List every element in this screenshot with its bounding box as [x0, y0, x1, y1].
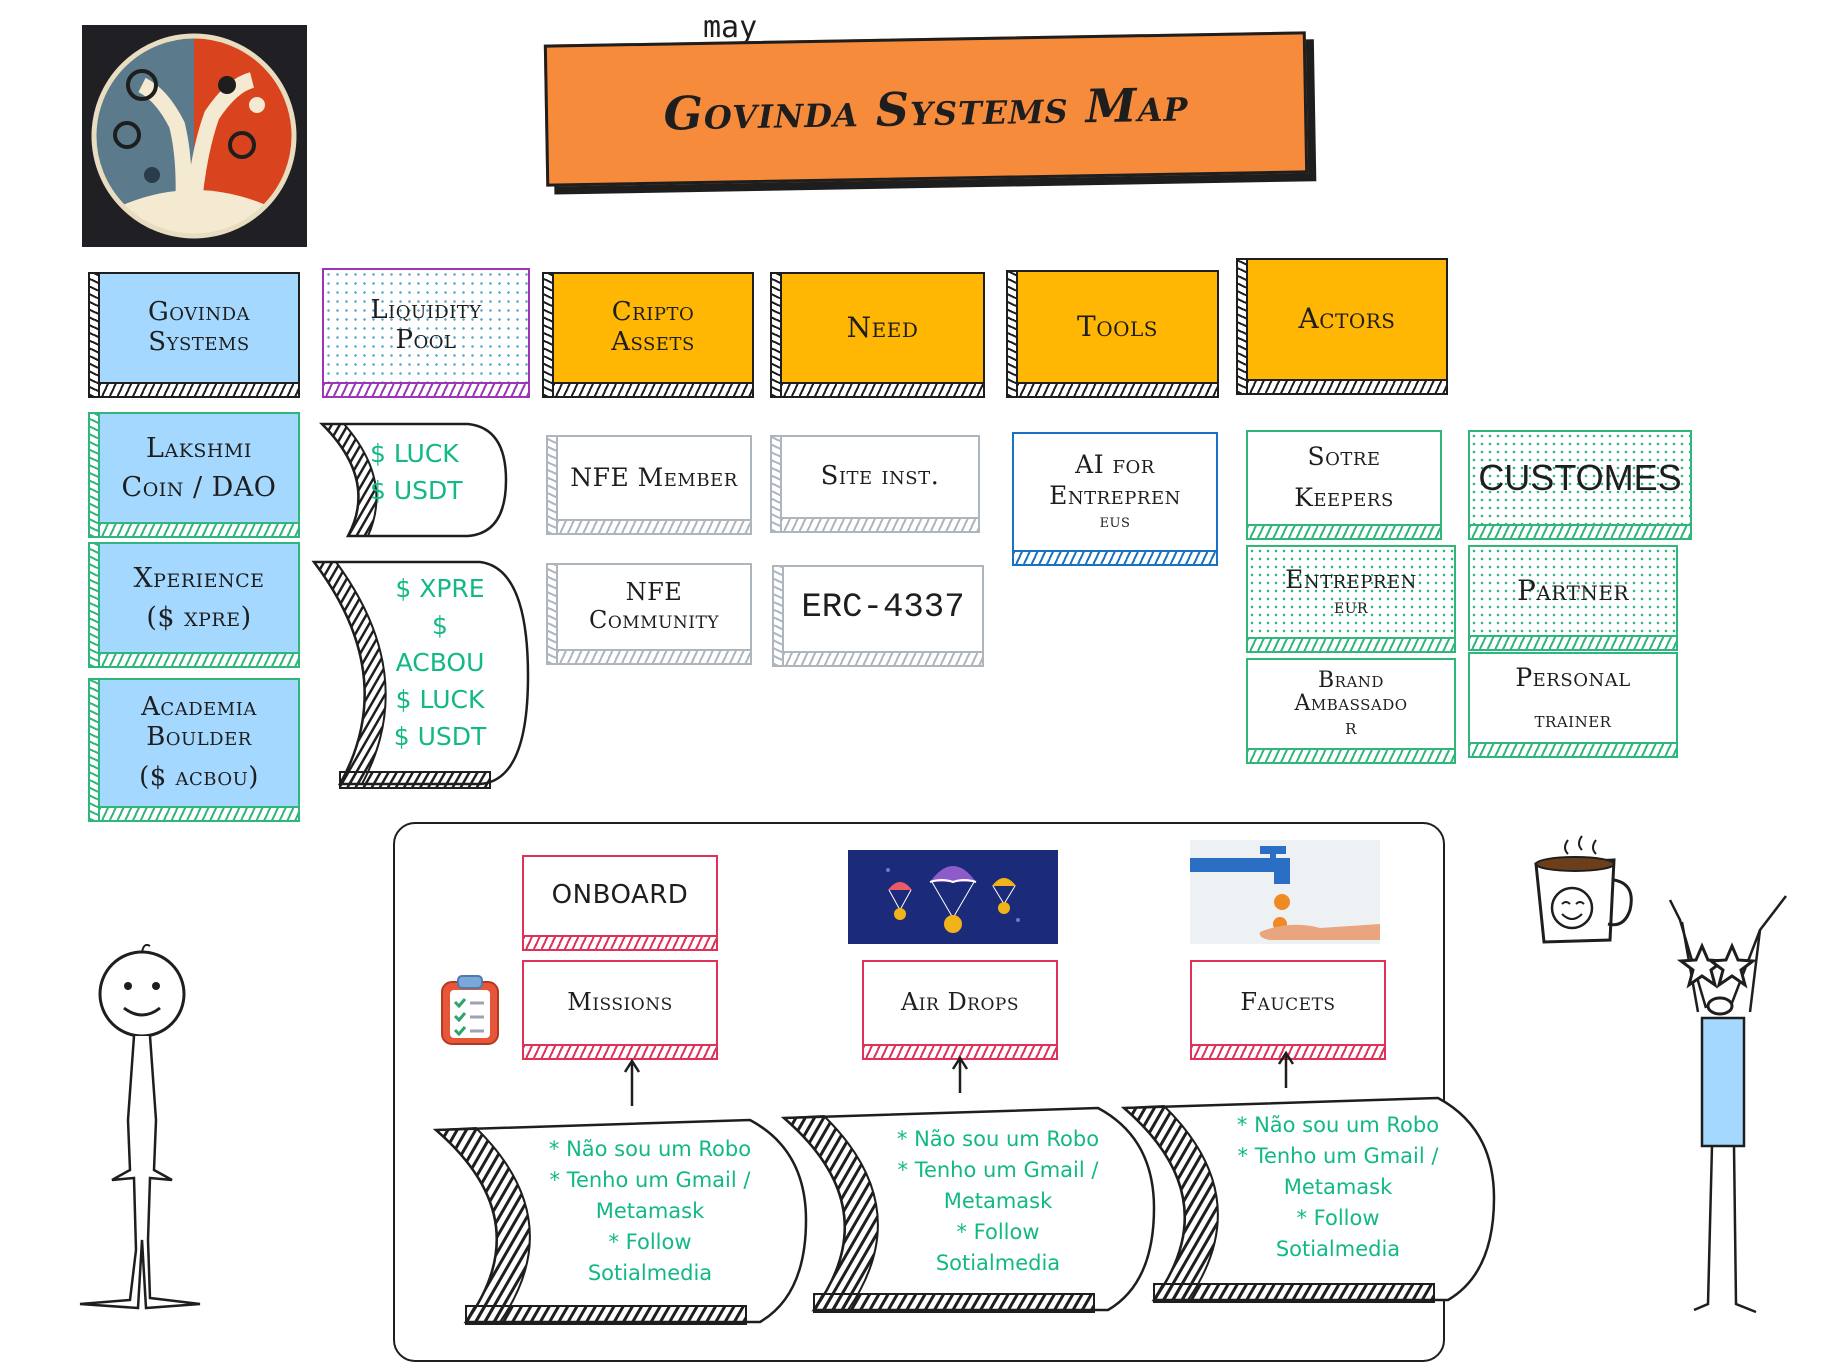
actor-line: Entrepren	[1285, 565, 1417, 595]
arrow-up-icon	[623, 1058, 641, 1106]
header-cripto-assets: Cripto Assets	[542, 272, 754, 398]
asset-label: NFE Community	[588, 578, 720, 634]
requirements-text: * Não sou um Robo * Tenho um Gmail / Met…	[548, 1137, 752, 1285]
arrow-up-icon	[951, 1055, 969, 1093]
clipboard-icon	[438, 972, 502, 1048]
onboard-box: ONBOARD	[522, 855, 718, 951]
airdrop-parachute-icon	[848, 850, 1058, 944]
requirements-scroll-missions: * Não sou um Robo * Tenho um Gmail / Met…	[430, 1110, 810, 1332]
need-erc-4337: ERC-4337	[772, 565, 984, 667]
need-label: Site inst.	[820, 461, 940, 492]
actor-label: CUSTOMES	[1478, 457, 1682, 499]
system-lakshmi: Lakshmi Coin / DAO	[88, 412, 300, 538]
actor-partner: Partner	[1468, 545, 1678, 651]
actor-customes: CUSTOMES	[1468, 430, 1692, 540]
requirements-scroll-airdrops: * Não sou um Robo * Tenho um Gmail / Met…	[778, 1098, 1158, 1320]
system-academia-boulder: Academia Boulder ($ acbou)	[88, 678, 300, 822]
flow-label: Air Drops	[900, 988, 1020, 1017]
pool-tokens: $ XPRE $ ACBOU $ LUCK $ USDT	[393, 574, 487, 751]
tool-line: AI for	[1075, 449, 1155, 479]
actor-line: Sotre	[1307, 442, 1381, 472]
system-line: ($ xpre)	[146, 602, 252, 633]
actor-brand-ambassador: Brand Ambassado r	[1246, 658, 1456, 764]
header-label: Need	[846, 310, 919, 344]
header-actors: Actors	[1236, 258, 1448, 395]
asset-nfe-community: NFE Community	[546, 563, 752, 665]
header-label: Liquidity Pool	[370, 295, 482, 355]
actor-line: Keepers	[1294, 483, 1394, 512]
pool-tokens: $ LUCK $ USDT	[370, 439, 463, 505]
asset-label: NFE Member	[570, 462, 738, 492]
actor-store-keepers: Sotre Keepers	[1246, 430, 1442, 540]
system-line: Xperience	[133, 562, 265, 594]
tool-ai-for-entrepreneurs: AI for Entrepren eus	[1012, 432, 1218, 566]
header-tools: Tools	[1006, 270, 1219, 398]
logo-tree-icon	[82, 25, 307, 247]
page-title: Govinda Systems Map	[663, 77, 1189, 141]
system-line: Lakshmi	[146, 432, 252, 464]
faucet-coin-icon	[1190, 840, 1380, 944]
tool-line: eus	[1099, 511, 1131, 533]
system-line: Academia Boulder	[141, 692, 257, 753]
onboard-label: ONBOARD	[551, 880, 689, 911]
header-label: Tools	[1077, 309, 1158, 343]
header-liquidity-pool: Liquidity Pool	[322, 268, 530, 398]
pool-scroll-2: $ XPRE $ ACBOU $ LUCK $ USDT	[310, 556, 532, 794]
actor-line: Brand	[1318, 668, 1384, 694]
requirements-scroll-faucets: * Não sou um Robo * Tenho um Gmail / Met…	[1118, 1088, 1498, 1310]
actor-line: Personal	[1515, 662, 1631, 692]
airdrops-box: Air Drops	[862, 960, 1058, 1060]
header-label: Govinda Systems	[148, 297, 250, 357]
tool-line: Entrepren	[1049, 480, 1181, 510]
header-label: Cripto Assets	[611, 297, 695, 357]
requirements-text: * Não sou um Robo * Tenho um Gmail / Met…	[896, 1127, 1100, 1275]
actor-entrepreneur: Entrepren eur	[1246, 545, 1456, 653]
requirements-text: * Não sou um Robo * Tenho um Gmail / Met…	[1236, 1113, 1440, 1261]
flow-frame	[393, 822, 1445, 1362]
header-need: Need	[770, 272, 985, 398]
header-label: Actors	[1298, 302, 1396, 336]
need-site-inst: Site inst.	[770, 435, 980, 533]
flow-label: Missions	[567, 988, 673, 1017]
flow-label: Faucets	[1240, 988, 1336, 1017]
coffee-mug-icon	[1534, 835, 1633, 944]
pool-scroll-1: $ LUCK $ USDT	[318, 418, 510, 543]
actor-line: trainer	[1534, 708, 1612, 733]
star-eyes-figure-icon	[1668, 895, 1787, 1314]
actor-label: Partner	[1517, 573, 1629, 607]
stick-figure-icon	[79, 943, 201, 1310]
need-label: ERC-4337	[801, 589, 965, 628]
missions-box: Missions	[522, 960, 718, 1060]
asset-nfe-member: NFE Member	[546, 435, 752, 535]
system-line: ($ acbou)	[139, 761, 259, 792]
arrow-up-icon	[1277, 1050, 1295, 1088]
actor-personal-trainer: Personal trainer	[1468, 652, 1678, 758]
header-govinda-systems: Govinda Systems	[88, 272, 300, 398]
title-banner: Govinda Systems Map	[543, 31, 1309, 187]
system-line: Coin / DAO	[121, 472, 277, 503]
faucets-box: Faucets	[1190, 960, 1386, 1060]
system-xperience: Xperience ($ xpre)	[88, 542, 300, 668]
title-insert-note: may	[703, 10, 758, 45]
actor-line: r	[1345, 714, 1357, 740]
actor-line: Ambassado	[1294, 691, 1408, 717]
actor-line: eur	[1333, 593, 1369, 618]
